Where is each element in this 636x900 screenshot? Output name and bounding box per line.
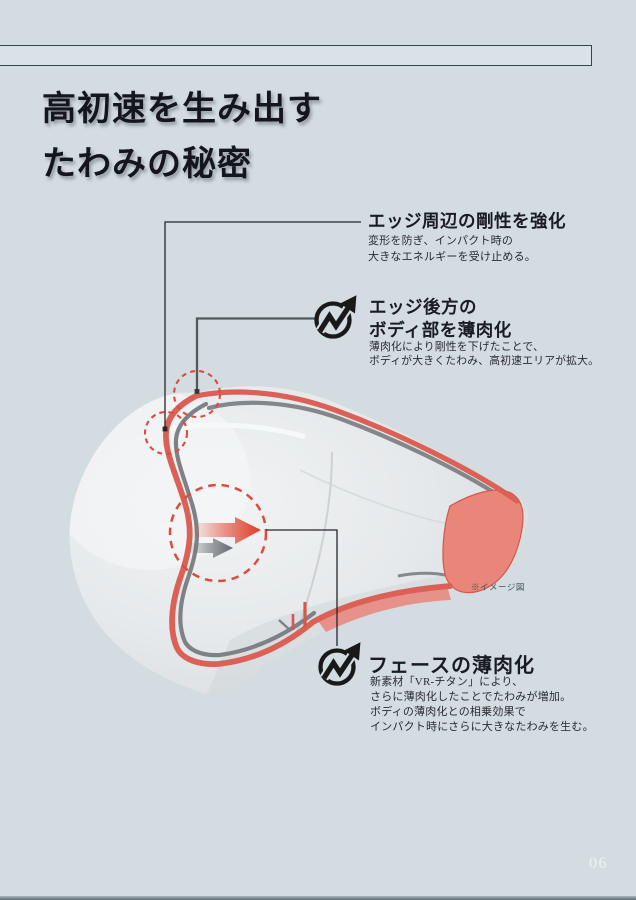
deflection-arrow-red (194, 517, 261, 544)
annotation-face-body-line1: 新素材「VR-チタン」により、 (370, 676, 524, 688)
annotation-body-title: エッジ後方のボディ部を薄肉化 (369, 296, 512, 341)
dashed-focus-circle-face (168, 483, 268, 583)
dashed-focus-circle-edge (143, 410, 189, 456)
annotation-body-title-line2: ボディ部を薄肉化 (369, 319, 512, 340)
annotation-face-body: 新素材「VR-チタン」により、さらに薄肉化したことでたわみが増加。ボディの薄肉化… (370, 675, 594, 735)
connector-line-face (266, 529, 338, 646)
annotation-face-title: フェースの薄肉化 (368, 649, 535, 678)
annotation-edge-title-line: エッジ周辺の剛性を強化 (368, 211, 566, 231)
dashed-focus-circle-crown (172, 369, 222, 419)
face-line-gray (173, 401, 317, 658)
annotation-body-title-line1: エッジ後方の (369, 297, 477, 317)
header-band (0, 45, 592, 66)
page-title-line1: 高初速を生み出す (42, 91, 322, 128)
annotation-body-body-line2: ボディが大きくたわみ、高初速エリアが拡大。 (369, 354, 600, 367)
face-thickness-wedge (442, 489, 524, 594)
annotation-edge-body: 変形を防ぎ、インパクト時の大きなエネルギーを受け止める。 (368, 234, 536, 265)
annotation-face-title-line: フェースの薄肉化 (368, 655, 535, 677)
connector-dot-edge (162, 426, 168, 432)
growth-arrow-icon (321, 637, 368, 683)
annotation-face-body-line4: インパクト時にさらに大きなたわみを生む。 (370, 721, 594, 733)
annotation-body-body: 薄肉化により剛性を下げたことで、ボディが大きくたわみ、高初速エリアが拡大。 (369, 341, 599, 368)
crown-line-red (193, 389, 520, 504)
crown-line-gray (206, 400, 504, 500)
page-bottom-edge (0, 896, 636, 900)
annotation-face-body-line3: ボディの薄肉化との相乗効果で (370, 706, 526, 718)
annotation-face-body-line2: さらに薄肉化したことでたわみが増加。 (370, 691, 572, 703)
face-line-red (163, 393, 453, 667)
connector-line-edge (164, 221, 361, 428)
annotation-edge-body-line1: 変形を防ぎ、インパクト時の (368, 235, 514, 247)
sole-tick-marks (278, 602, 307, 632)
connector-line-crown (195, 317, 316, 390)
connector-dot-crown (194, 389, 200, 394)
annotation-edge-body-line2: 大きなエネルギーを受け止める。 (368, 250, 536, 263)
image-disclaimer-note: ※イメージ図 (471, 582, 525, 592)
annotation-body-body-line1: 薄肉化により剛性を下げたことで、 (369, 341, 544, 353)
growth-arrow-icon (317, 290, 364, 336)
sole-thickness-band (318, 589, 451, 632)
deflection-arrow-gray (189, 538, 233, 558)
annotation-edge-title: エッジ周辺の剛性を強化 (368, 208, 566, 233)
page-title: 高初速を生み出すたわみの秘密 (42, 82, 322, 192)
face-inner-line (293, 451, 333, 641)
page-title-line2: たわみの秘密 (42, 146, 252, 183)
page-number: 06 (589, 855, 608, 872)
